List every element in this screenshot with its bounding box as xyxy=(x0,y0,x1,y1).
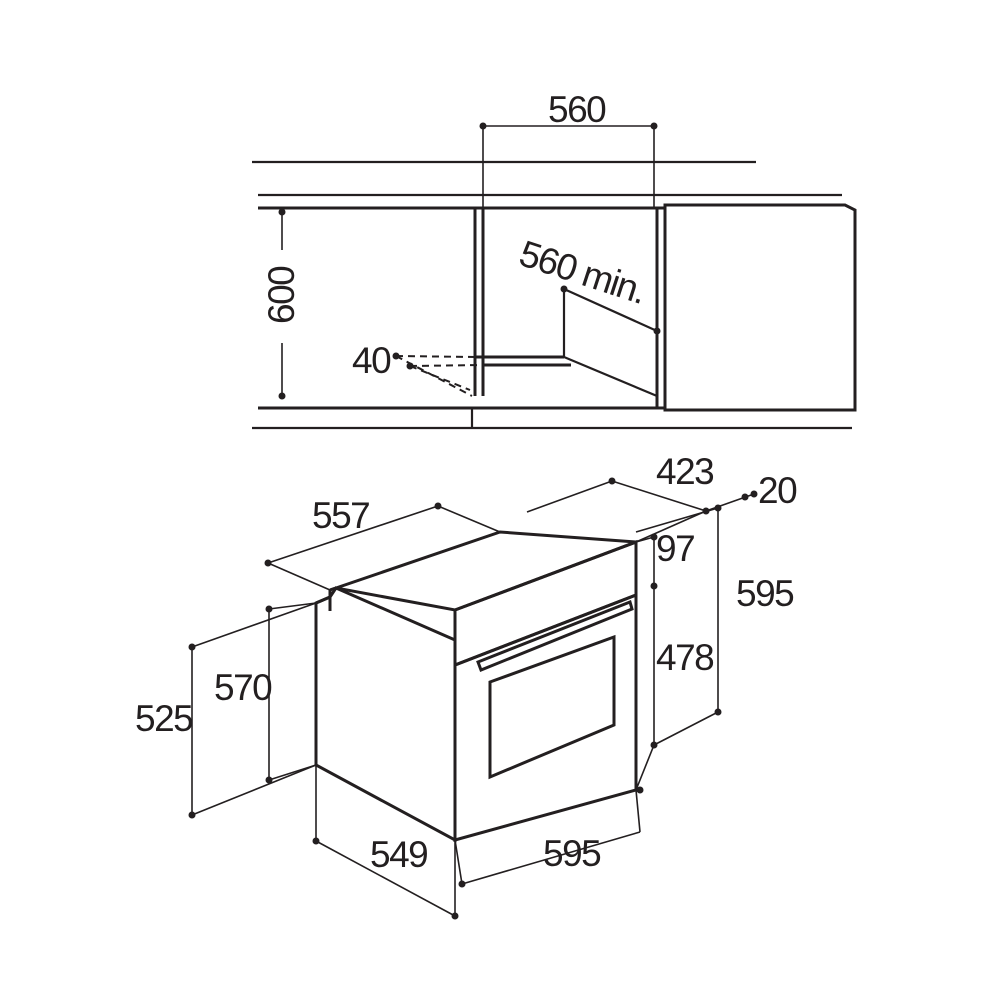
dimension-dot xyxy=(608,477,616,485)
dimension-dot xyxy=(653,327,661,335)
dimension-extension-line xyxy=(268,602,317,610)
overall-width-dimension-line xyxy=(461,831,641,885)
vent-gap-label: 40 xyxy=(352,340,391,381)
overall-width-label: 595 xyxy=(543,833,601,874)
vent-dashed-line xyxy=(409,365,471,391)
oven-side-body xyxy=(314,586,457,843)
dimension-dot xyxy=(312,837,320,845)
panel-depth-dimension-line xyxy=(611,480,707,512)
dimension-dot xyxy=(636,786,644,794)
dimension-dot xyxy=(714,708,722,716)
panel-depth-label: 423 xyxy=(656,451,713,492)
dimension-dot xyxy=(750,490,758,498)
dimension-dot xyxy=(188,811,196,819)
vent-dashed-line xyxy=(409,364,484,367)
top-depth-dimension-line xyxy=(267,505,439,564)
dimension-extension-line xyxy=(454,839,463,885)
body-depth-label: 549 xyxy=(370,834,427,875)
dimension-extension-line xyxy=(267,562,331,591)
side-height-label: 525 xyxy=(135,698,193,739)
dimension-extension-line xyxy=(526,480,613,513)
oven-door xyxy=(453,592,638,842)
door-height-label: 478 xyxy=(656,637,713,678)
top-depth-label: 557 xyxy=(312,495,369,536)
dimension-extension-line xyxy=(635,789,641,833)
dimension-dot xyxy=(650,582,658,590)
dimension-extension-line xyxy=(653,711,719,746)
cabinet-niche-drawing: 560 600 560 min. 40 xyxy=(252,89,857,430)
body-height-label: 570 xyxy=(214,667,272,708)
oven-door-window xyxy=(488,634,616,780)
niche-depth-dimension-line xyxy=(563,287,658,333)
right-cabinet xyxy=(663,203,857,412)
niche-width-label: 560 xyxy=(548,89,606,130)
dimension-dot xyxy=(451,912,459,920)
dimension-dot xyxy=(434,502,442,510)
dimension-dot xyxy=(702,507,710,515)
dimension-extension-line xyxy=(437,505,501,533)
oven-door-handle xyxy=(476,599,634,672)
dimension-dot xyxy=(458,880,466,888)
front-offset-label: 20 xyxy=(758,470,797,511)
oven-drawing: 557 423 20 97 478 595 570 xyxy=(135,451,799,920)
niche-floor-diagonal xyxy=(563,355,658,398)
dimension-dot xyxy=(650,122,658,130)
niche-height-label: 600 xyxy=(261,266,302,324)
oven-control-panel xyxy=(453,539,638,668)
dimension-dot xyxy=(278,208,286,216)
dimension-dot xyxy=(265,776,273,784)
dimension-dot xyxy=(560,285,568,293)
dimension-dot xyxy=(264,559,272,567)
dimension-dot xyxy=(479,122,487,130)
panel-height-label: 97 xyxy=(656,528,694,569)
dimension-dot xyxy=(650,533,658,541)
dimension-dot xyxy=(278,392,286,400)
dimension-extension-line xyxy=(635,744,655,791)
overall-height-label: 595 xyxy=(736,573,794,614)
niche-depth-label: 560 min. xyxy=(515,233,651,312)
dimension-extension-line xyxy=(635,510,707,543)
body-depth-dimension-line xyxy=(315,840,456,917)
dimension-extension-line xyxy=(191,602,317,648)
dimension-extension-line xyxy=(191,764,317,816)
dimension-dot xyxy=(265,605,273,613)
dimension-dot xyxy=(188,643,196,651)
dimension-dot xyxy=(741,493,749,501)
vent-dashed-line xyxy=(395,355,477,358)
